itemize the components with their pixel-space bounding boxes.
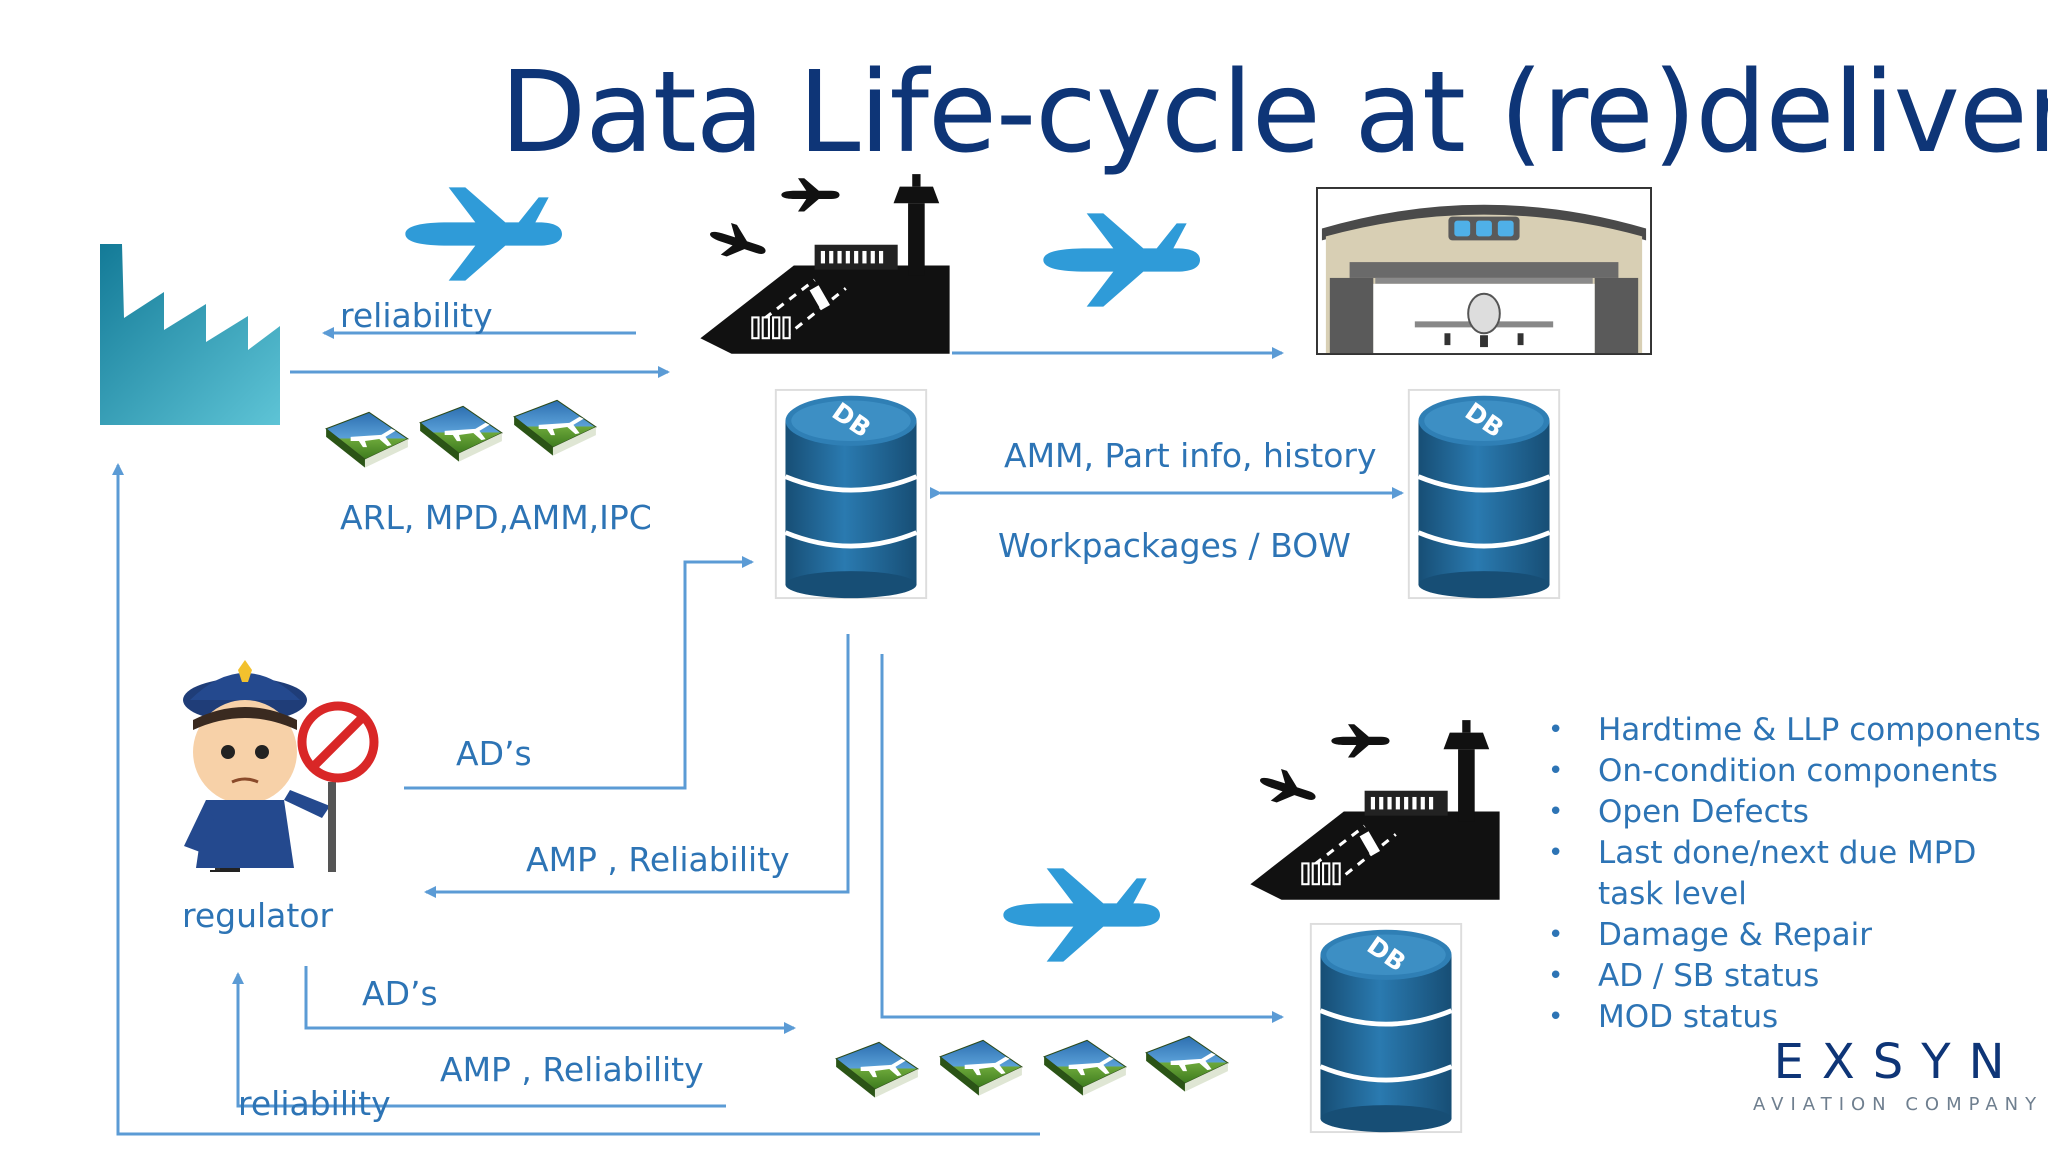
label-amp-reliability-bottom: AMP , Reliability (440, 1050, 704, 1089)
database-icon (1409, 390, 1559, 598)
label-amm-part-info: AMM, Part info, history (1004, 436, 1377, 475)
logo-tagline: AVIATION COMPANY (1753, 1094, 2044, 1115)
label-manuals: ARL, MPD,AMM,IPC (340, 498, 652, 537)
police-officer-icon (183, 660, 379, 872)
airport-icon (1248, 718, 1502, 902)
manual-book-icon (325, 411, 409, 469)
page-title: Data Life-cycle at (re)delivery (500, 48, 2048, 178)
database-icon (776, 390, 926, 598)
arrow-ads-to-db (404, 556, 754, 790)
list-item: On-condition components (1548, 751, 2048, 792)
label-amp-reliability-top: AMP , Reliability (526, 840, 790, 879)
airport-icon (698, 172, 952, 356)
arrow-ads-to-lessee (304, 966, 796, 1034)
list-item: MOD status (1548, 997, 2048, 1038)
airplane-icon (1043, 213, 1200, 307)
hangar-icon (1316, 186, 1652, 356)
label-workpackages: Workpackages / BOW (998, 526, 1351, 565)
list-item: Hardtime & LLP components (1548, 710, 2048, 751)
arrow-db-to-regulator (424, 634, 850, 898)
manual-book-icon (419, 405, 503, 463)
logo-name: EXSYN (1773, 1034, 2023, 1090)
label-regulator: regulator (182, 896, 334, 935)
manual-book-icon (939, 1039, 1023, 1097)
arrow-db-to-lessee-db (880, 654, 1284, 1023)
list-item: Last done/next due MPD task level (1548, 833, 2048, 915)
airplane-icon (405, 187, 562, 281)
label-ads-top: AD’s (456, 734, 532, 773)
airplane-icon (1003, 868, 1160, 962)
record-checklist: Hardtime & LLP components On-condition c… (1548, 710, 2048, 1038)
flow-arrows (112, 327, 1404, 1136)
database-icon (1311, 924, 1461, 1132)
label-reliability-bottom: reliability (238, 1084, 391, 1123)
list-item: AD / SB status (1548, 956, 2048, 997)
arrow-reliability-to-regulator (232, 972, 726, 1108)
arrow-feedback-to-oem (112, 463, 1040, 1136)
manual-book-icon (835, 1041, 919, 1099)
manual-book-icon (1043, 1039, 1127, 1097)
exsyn-logo: EXSYN AVIATION COMPANY (1753, 1034, 2043, 1115)
list-item: Damage & Repair (1548, 915, 2048, 956)
manual-book-icon (1145, 1035, 1229, 1093)
factory-icon (100, 244, 280, 425)
label-reliability-top: reliability (340, 296, 493, 335)
list-item: Open Defects (1548, 792, 2048, 833)
manual-book-icon (513, 399, 597, 457)
label-ads-bottom: AD’s (362, 974, 438, 1013)
